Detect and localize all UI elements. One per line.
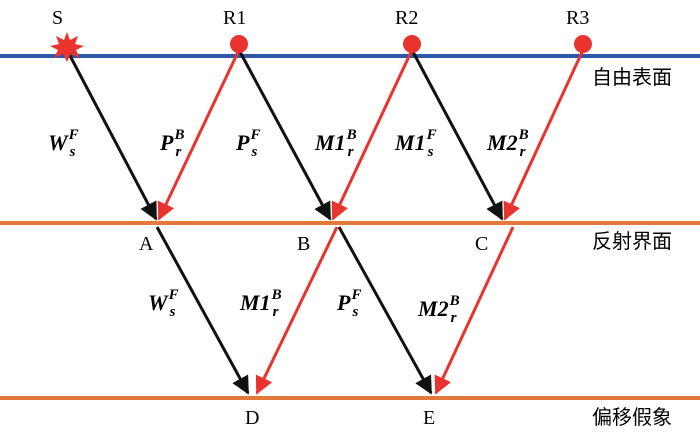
receiver-r3-label: R3: [566, 7, 589, 29]
ray-r2-to-b: [331, 49, 414, 221]
reflector-layer-label: 反射界面: [592, 229, 672, 253]
point-a-label: A: [139, 233, 154, 255]
ray-r1-to-a: [157, 49, 241, 221]
ray-s-to-a: [65, 49, 158, 221]
ray-r2-to-c: [410, 49, 504, 221]
source-label: S: [52, 7, 63, 29]
receiver-r1-label: R1: [223, 7, 246, 29]
ray-c-to-e: [434, 226, 515, 395]
ray-b-to-e: [337, 226, 433, 395]
ray-b-to-d: [255, 226, 339, 395]
receiver-r2-dot: [403, 35, 421, 53]
source-burst-icon: [50, 32, 84, 62]
ray-r1-to-b: [237, 49, 332, 221]
point-d-label: D: [245, 407, 259, 429]
point-c-label: C: [475, 233, 488, 255]
receiver-r2-label: R2: [395, 7, 418, 29]
receiver-r1-dot: [230, 35, 248, 53]
ray-a-to-d: [155, 226, 250, 395]
ray-r3-to-c: [503, 49, 585, 221]
image-layer-label: 偏移假象: [592, 405, 672, 429]
point-b-label: B: [297, 233, 310, 255]
surface-layer-label: 自由表面: [592, 65, 672, 89]
point-e-label: E: [423, 407, 435, 429]
receiver-r3-dot: [574, 35, 592, 53]
